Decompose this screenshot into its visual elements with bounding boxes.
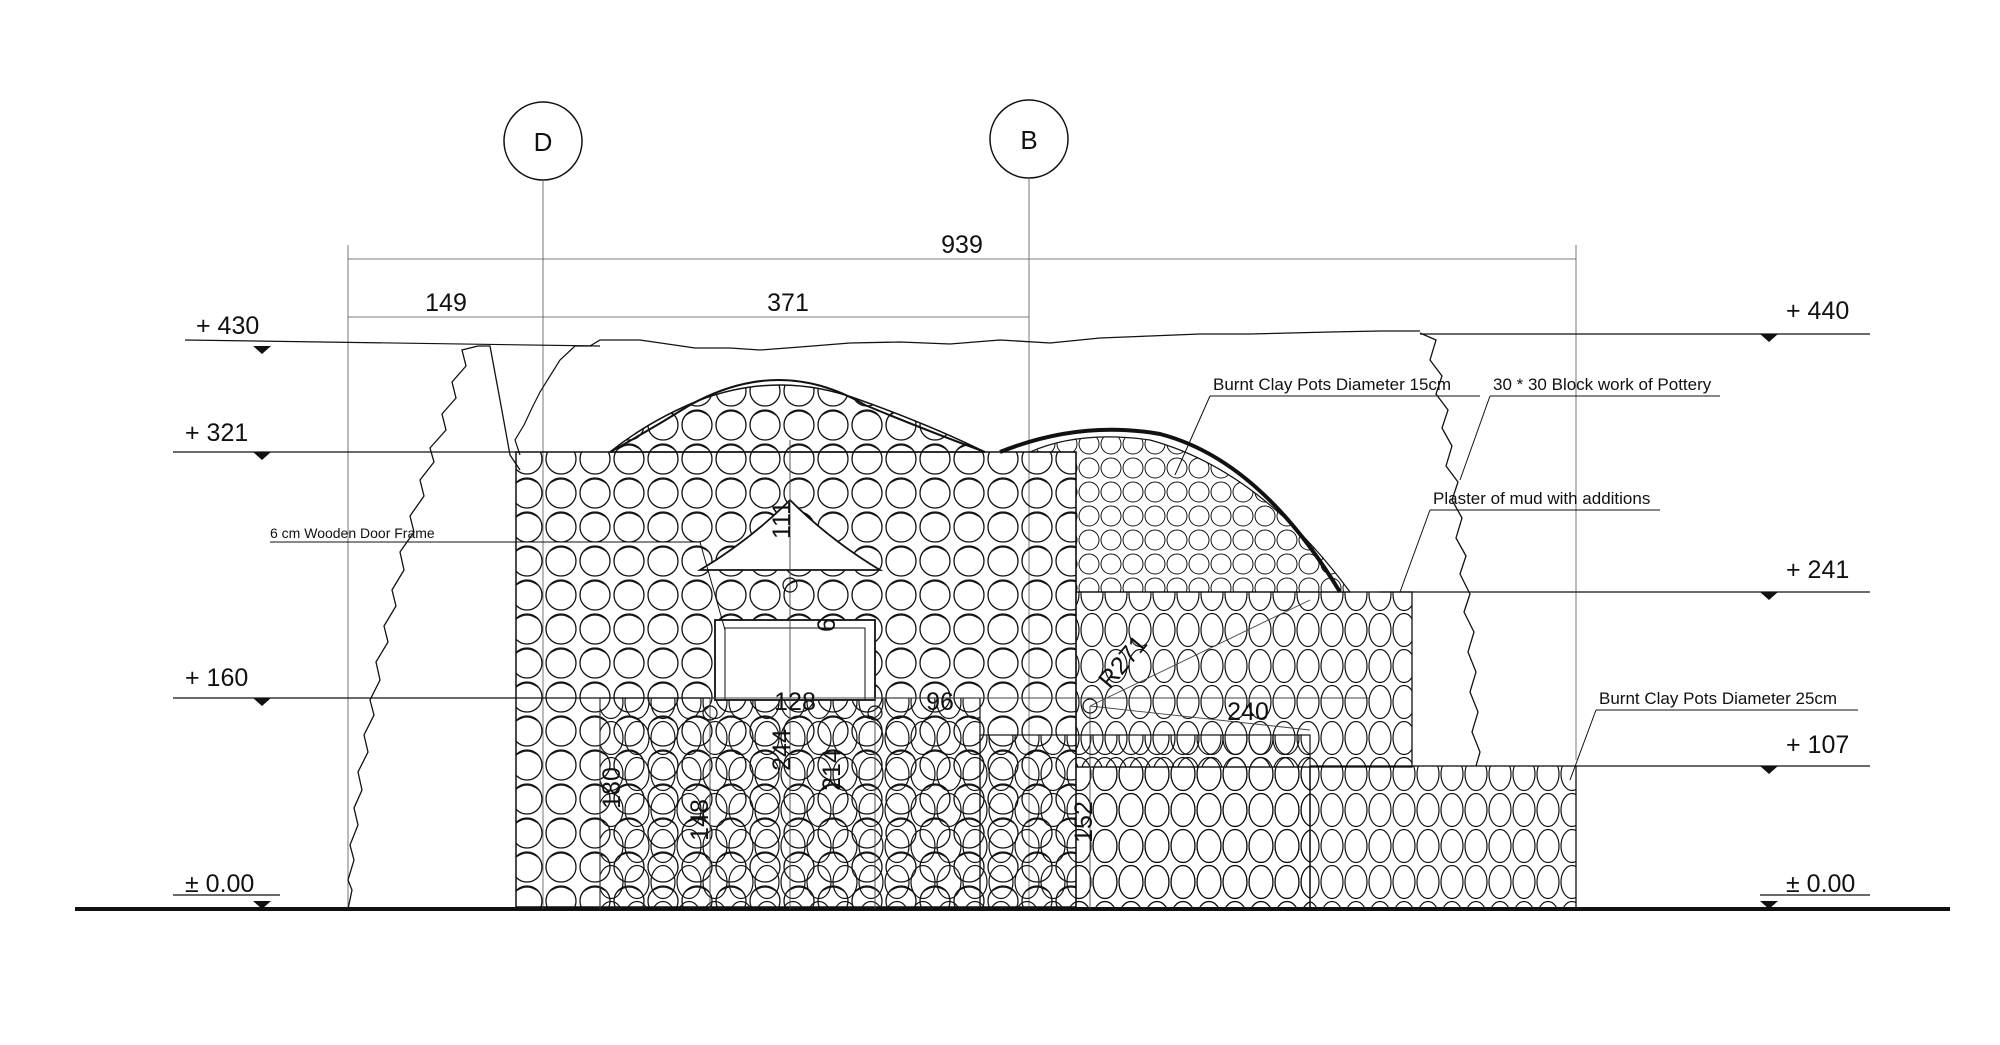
- dimension-overall: [347, 245, 1577, 909]
- dim-overall: 939: [941, 231, 983, 259]
- level-left-000: ± 0.00: [185, 870, 254, 898]
- note-block-work: 30 * 30 Block work of Pottery: [1493, 375, 1712, 394]
- dim-span: 240: [1227, 698, 1269, 726]
- level-right-000: ± 0.00: [1786, 870, 1855, 898]
- level-right-107: + 107: [1786, 731, 1849, 759]
- roof-profile: [589, 330, 1420, 351]
- main-dome-outline: [609, 379, 986, 453]
- level-left-321: + 321: [185, 419, 248, 447]
- right-slope: [1419, 332, 1481, 767]
- dim-arch-rise: 111: [768, 501, 796, 539]
- level-lines: [173, 333, 1870, 896]
- dim-sill: 96: [926, 688, 954, 716]
- note-pots-25: Burnt Clay Pots Diameter 25cm: [1599, 689, 1837, 708]
- level-markers: [253, 334, 1778, 909]
- right-low-wall: [1309, 765, 1577, 910]
- dim-door-width: 128: [774, 688, 816, 716]
- dim-mid-segment: 371: [767, 289, 809, 317]
- grid-label-d: D: [534, 127, 553, 157]
- left-slope: [347, 345, 521, 910]
- dim-h214: 214: [818, 749, 846, 791]
- note-pots-15: Burnt Clay Pots Diameter 15cm: [1213, 375, 1451, 394]
- annotation-leaders: [270, 395, 1858, 781]
- left-slope-inner: [514, 345, 592, 456]
- small-dome: [1029, 436, 1352, 593]
- note-plaster: Plaster of mud with additions: [1433, 489, 1650, 508]
- right-wall-lower: [1075, 766, 1311, 910]
- note-door-frame: 6 cm Wooden Door Frame: [270, 525, 435, 541]
- level-left-160: + 160: [185, 664, 248, 692]
- door-frame: [724, 627, 866, 701]
- dim-left-segment: 149: [425, 289, 467, 317]
- center-markers: [702, 577, 1098, 721]
- small-dome-hatch: [999, 427, 1342, 594]
- dim-h180: 180: [598, 767, 626, 809]
- construction-lines: [599, 440, 1370, 909]
- main-dome: [607, 384, 986, 453]
- dim-frame: 6: [813, 618, 841, 632]
- grid-label-b: B: [1020, 125, 1037, 155]
- dim-h148: 148: [686, 799, 714, 841]
- door-opening: [714, 619, 876, 701]
- level-left-430: + 430: [196, 312, 259, 340]
- level-right-241: + 241: [1786, 556, 1849, 584]
- dim-h152: 152: [1070, 801, 1098, 843]
- dim-h244: 244: [768, 729, 796, 771]
- level-right-440: + 440: [1786, 297, 1849, 325]
